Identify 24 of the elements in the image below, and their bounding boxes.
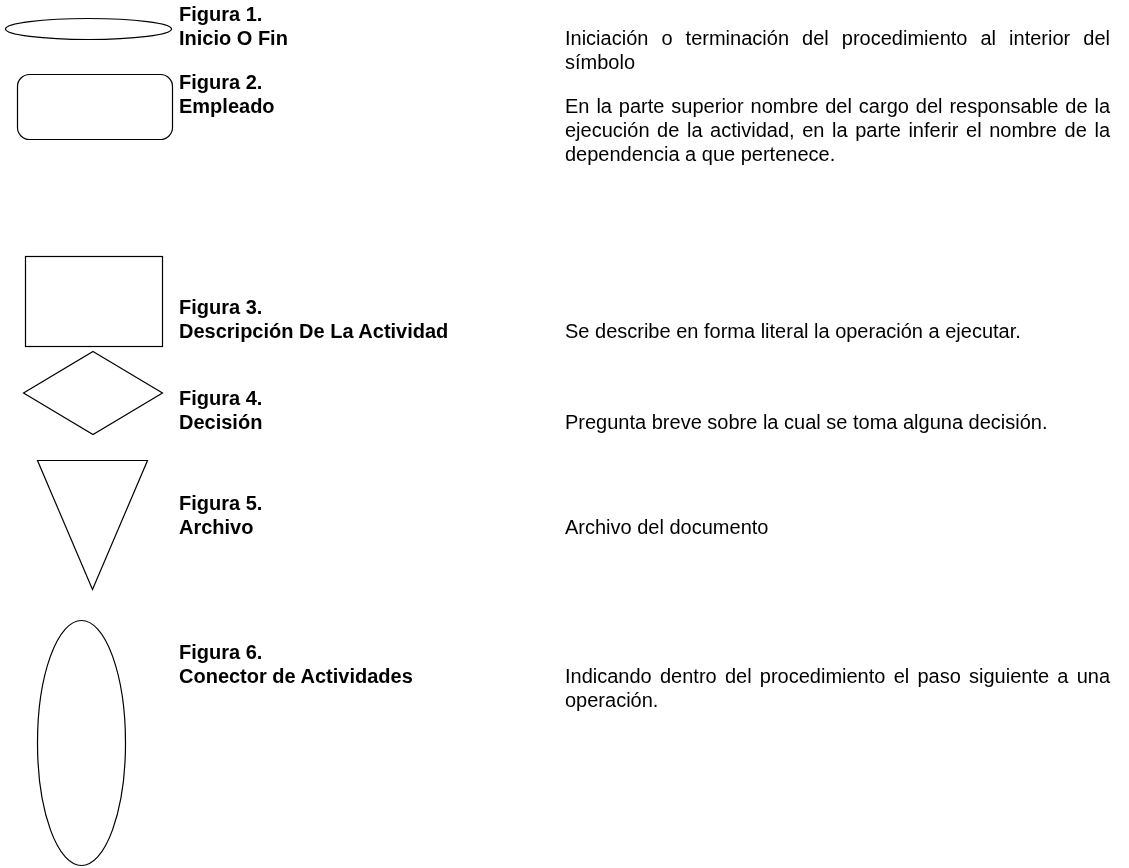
triangle-symbol <box>37 460 148 590</box>
symbol-description: Indicando dentro del procedimiento el paso siguiente a una operación. <box>565 664 1110 712</box>
figure-number: Figura 1. <box>179 2 263 26</box>
symbol-name: Conector de Actividades <box>179 664 413 688</box>
symbol-name: Decisión <box>179 410 263 434</box>
figure-number: Figura 3. <box>179 295 263 319</box>
symbol-description: Se describe en forma literal la operación a ejecutar. <box>565 319 1022 343</box>
symbol-name: Archivo <box>179 515 254 539</box>
figure-number: Figura 4. <box>179 386 263 410</box>
diamond-symbol <box>23 351 163 435</box>
figure-number: Figura 5. <box>179 491 263 515</box>
rectangle-symbol <box>17 74 173 140</box>
symbol-name: Inicio O Fin <box>179 26 288 50</box>
symbol-description: En la parte superior nombre del cargo del responsable de la ejecución de la actividad, en la parte inferir el nombre de la dependencia a que pertenece. <box>565 94 1110 166</box>
symbol-name: Descripción De La Actividad <box>179 319 449 343</box>
ellipse-symbol <box>37 620 126 866</box>
ellipse-symbol <box>5 18 172 40</box>
figure-number: Figura 2. <box>179 70 263 94</box>
symbol-description: Archivo del documento <box>565 515 770 539</box>
symbol-name: Empleado <box>179 94 275 118</box>
rectangle-symbol <box>25 256 163 347</box>
symbol-description: Pregunta breve sobre la cual se toma alguna decisión. <box>565 410 1049 434</box>
symbol-description: Iniciación o terminación del procedimiento al interior del símbolo <box>565 26 1110 74</box>
figure-number: Figura 6. <box>179 640 263 664</box>
